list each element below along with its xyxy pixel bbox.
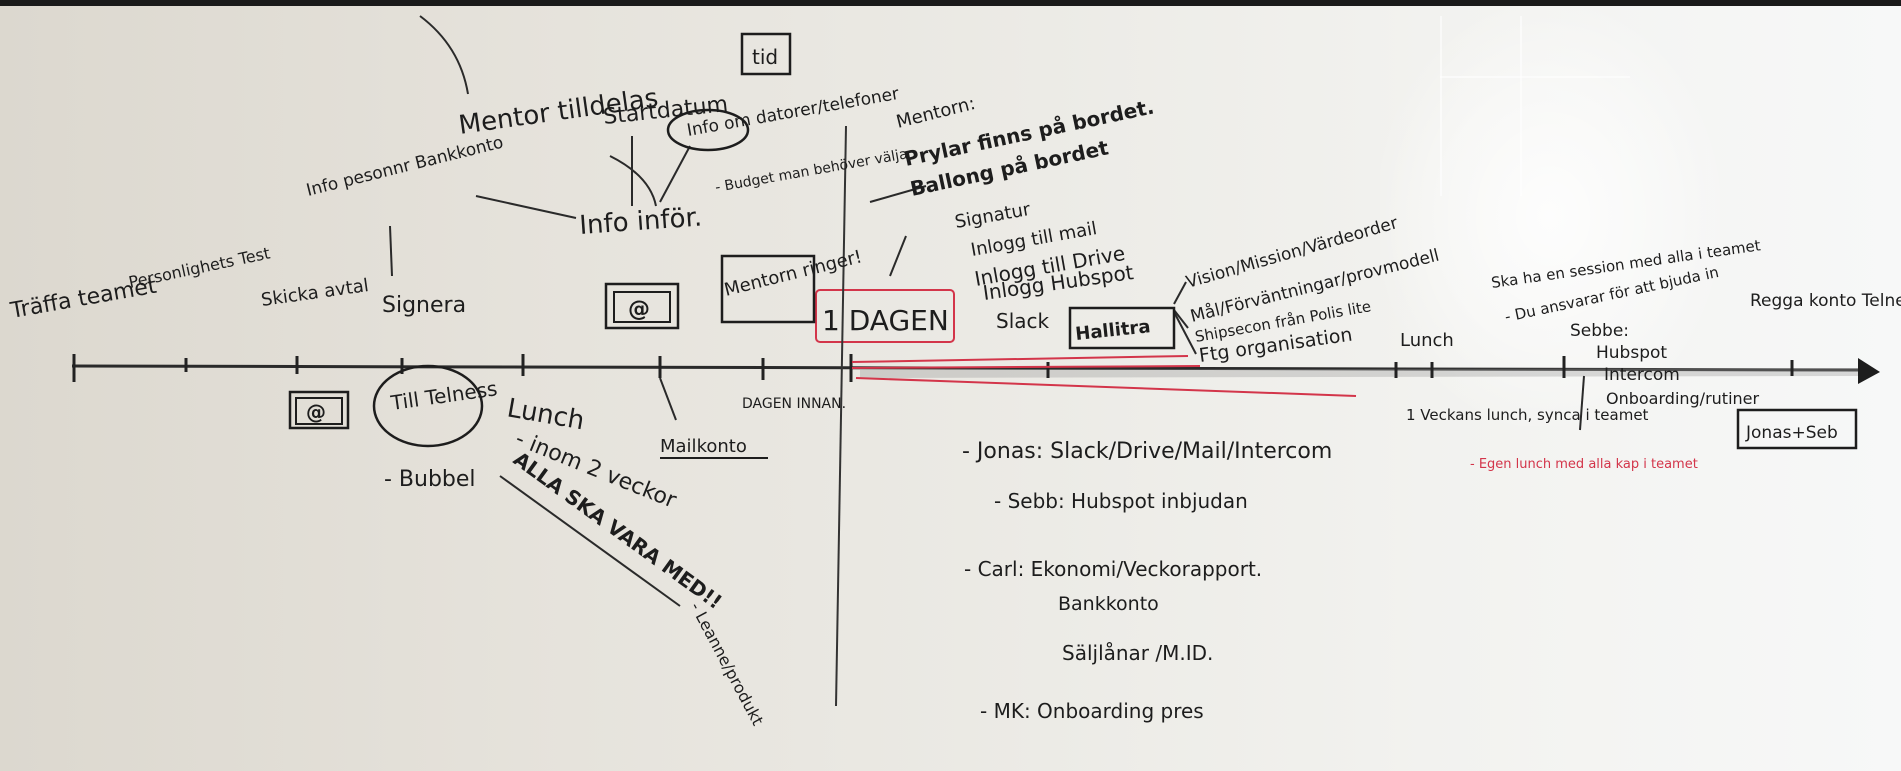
label-bankkonto: Bankkonto — [1058, 593, 1159, 615]
label-budget: - Budget man behöver välja — [714, 146, 909, 196]
label-lunch: Lunch — [505, 393, 587, 436]
label-day-one: 1 DAGEN — [822, 304, 949, 337]
label-info-infor: Info inför. — [578, 202, 703, 240]
drawn-boxes — [288, 32, 1858, 450]
label-dagen-innan: DAGEN INNAN. — [742, 396, 846, 412]
label-skicka: Skicka avtal — [260, 275, 370, 311]
label-mentor-tilldelas: Mentor tilldelas — [457, 83, 660, 141]
label-signera: Signera — [382, 293, 466, 318]
timeline-arrow-icon — [1858, 358, 1880, 384]
email-icon: @ — [613, 291, 671, 323]
label-hubspot: Hubspot — [1596, 343, 1667, 363]
label-egen-lunch: - Egen lunch med alla kap i teamet — [1470, 457, 1698, 472]
label-jonas-seb: Jonas+Seb — [1745, 423, 1838, 443]
label-lunch-after: Lunch — [1400, 330, 1454, 351]
label-intercom: Intercom — [1604, 365, 1680, 385]
label-sebb: - Sebb: Hubspot inbjudan — [994, 489, 1248, 513]
connector-lines — [389, 15, 1585, 607]
label-personlighets: Personlighets Test — [127, 243, 272, 292]
email-icon: @ — [295, 397, 343, 425]
svg-text:@: @ — [628, 297, 650, 322]
window-frame — [1440, 16, 1442, 196]
label-saljlanar: Säljlånar /M.ID. — [1062, 641, 1213, 665]
label-signatur: Signatur — [953, 199, 1032, 233]
label-leanne: - Leanne/produkt — [686, 599, 767, 729]
label-veckans: 1 Veckans lunch, synca i teamet — [1406, 406, 1649, 424]
label-sebbe: Sebbe: — [1570, 321, 1629, 341]
timeline-smudge — [859, 368, 1859, 378]
label-mailkonto: Mailkonto — [660, 436, 747, 457]
label-tid: tid — [752, 45, 778, 69]
label-carl: - Carl: Ekonomi/Veckorapport. — [964, 557, 1262, 581]
label-hallitra: Hallitra — [1074, 316, 1151, 345]
timeline-ticks — [72, 354, 1794, 382]
label-mk: - MK: Onboarding pres — [980, 699, 1204, 723]
whiteboard: @ @ Träffa teamet Personlighets Test Ski… — [0, 6, 1901, 771]
day-one-red-marks — [815, 289, 1357, 397]
whiteboard-drawing: @ @ Träffa teamet Personlighets Test Ski… — [8, 15, 1901, 729]
label-jonas: - Jonas: Slack/Drive/Mail/Intercom — [962, 439, 1332, 464]
day-divider — [835, 125, 847, 707]
window-frame — [1520, 16, 1522, 196]
label-regga: Regga konto Telness.se — [1750, 291, 1901, 311]
label-info-pesonnr: Info pesonnr Bankkonto — [304, 133, 505, 201]
label-bubbel: - Bubbel — [384, 467, 476, 492]
label-mentor-heading: Mentorn: — [894, 93, 977, 133]
svg-text:@: @ — [306, 400, 326, 424]
label-slack: Slack — [996, 309, 1050, 333]
label-onboarding: Onboarding/rutiner — [1606, 389, 1759, 408]
window-frame — [1440, 76, 1630, 78]
